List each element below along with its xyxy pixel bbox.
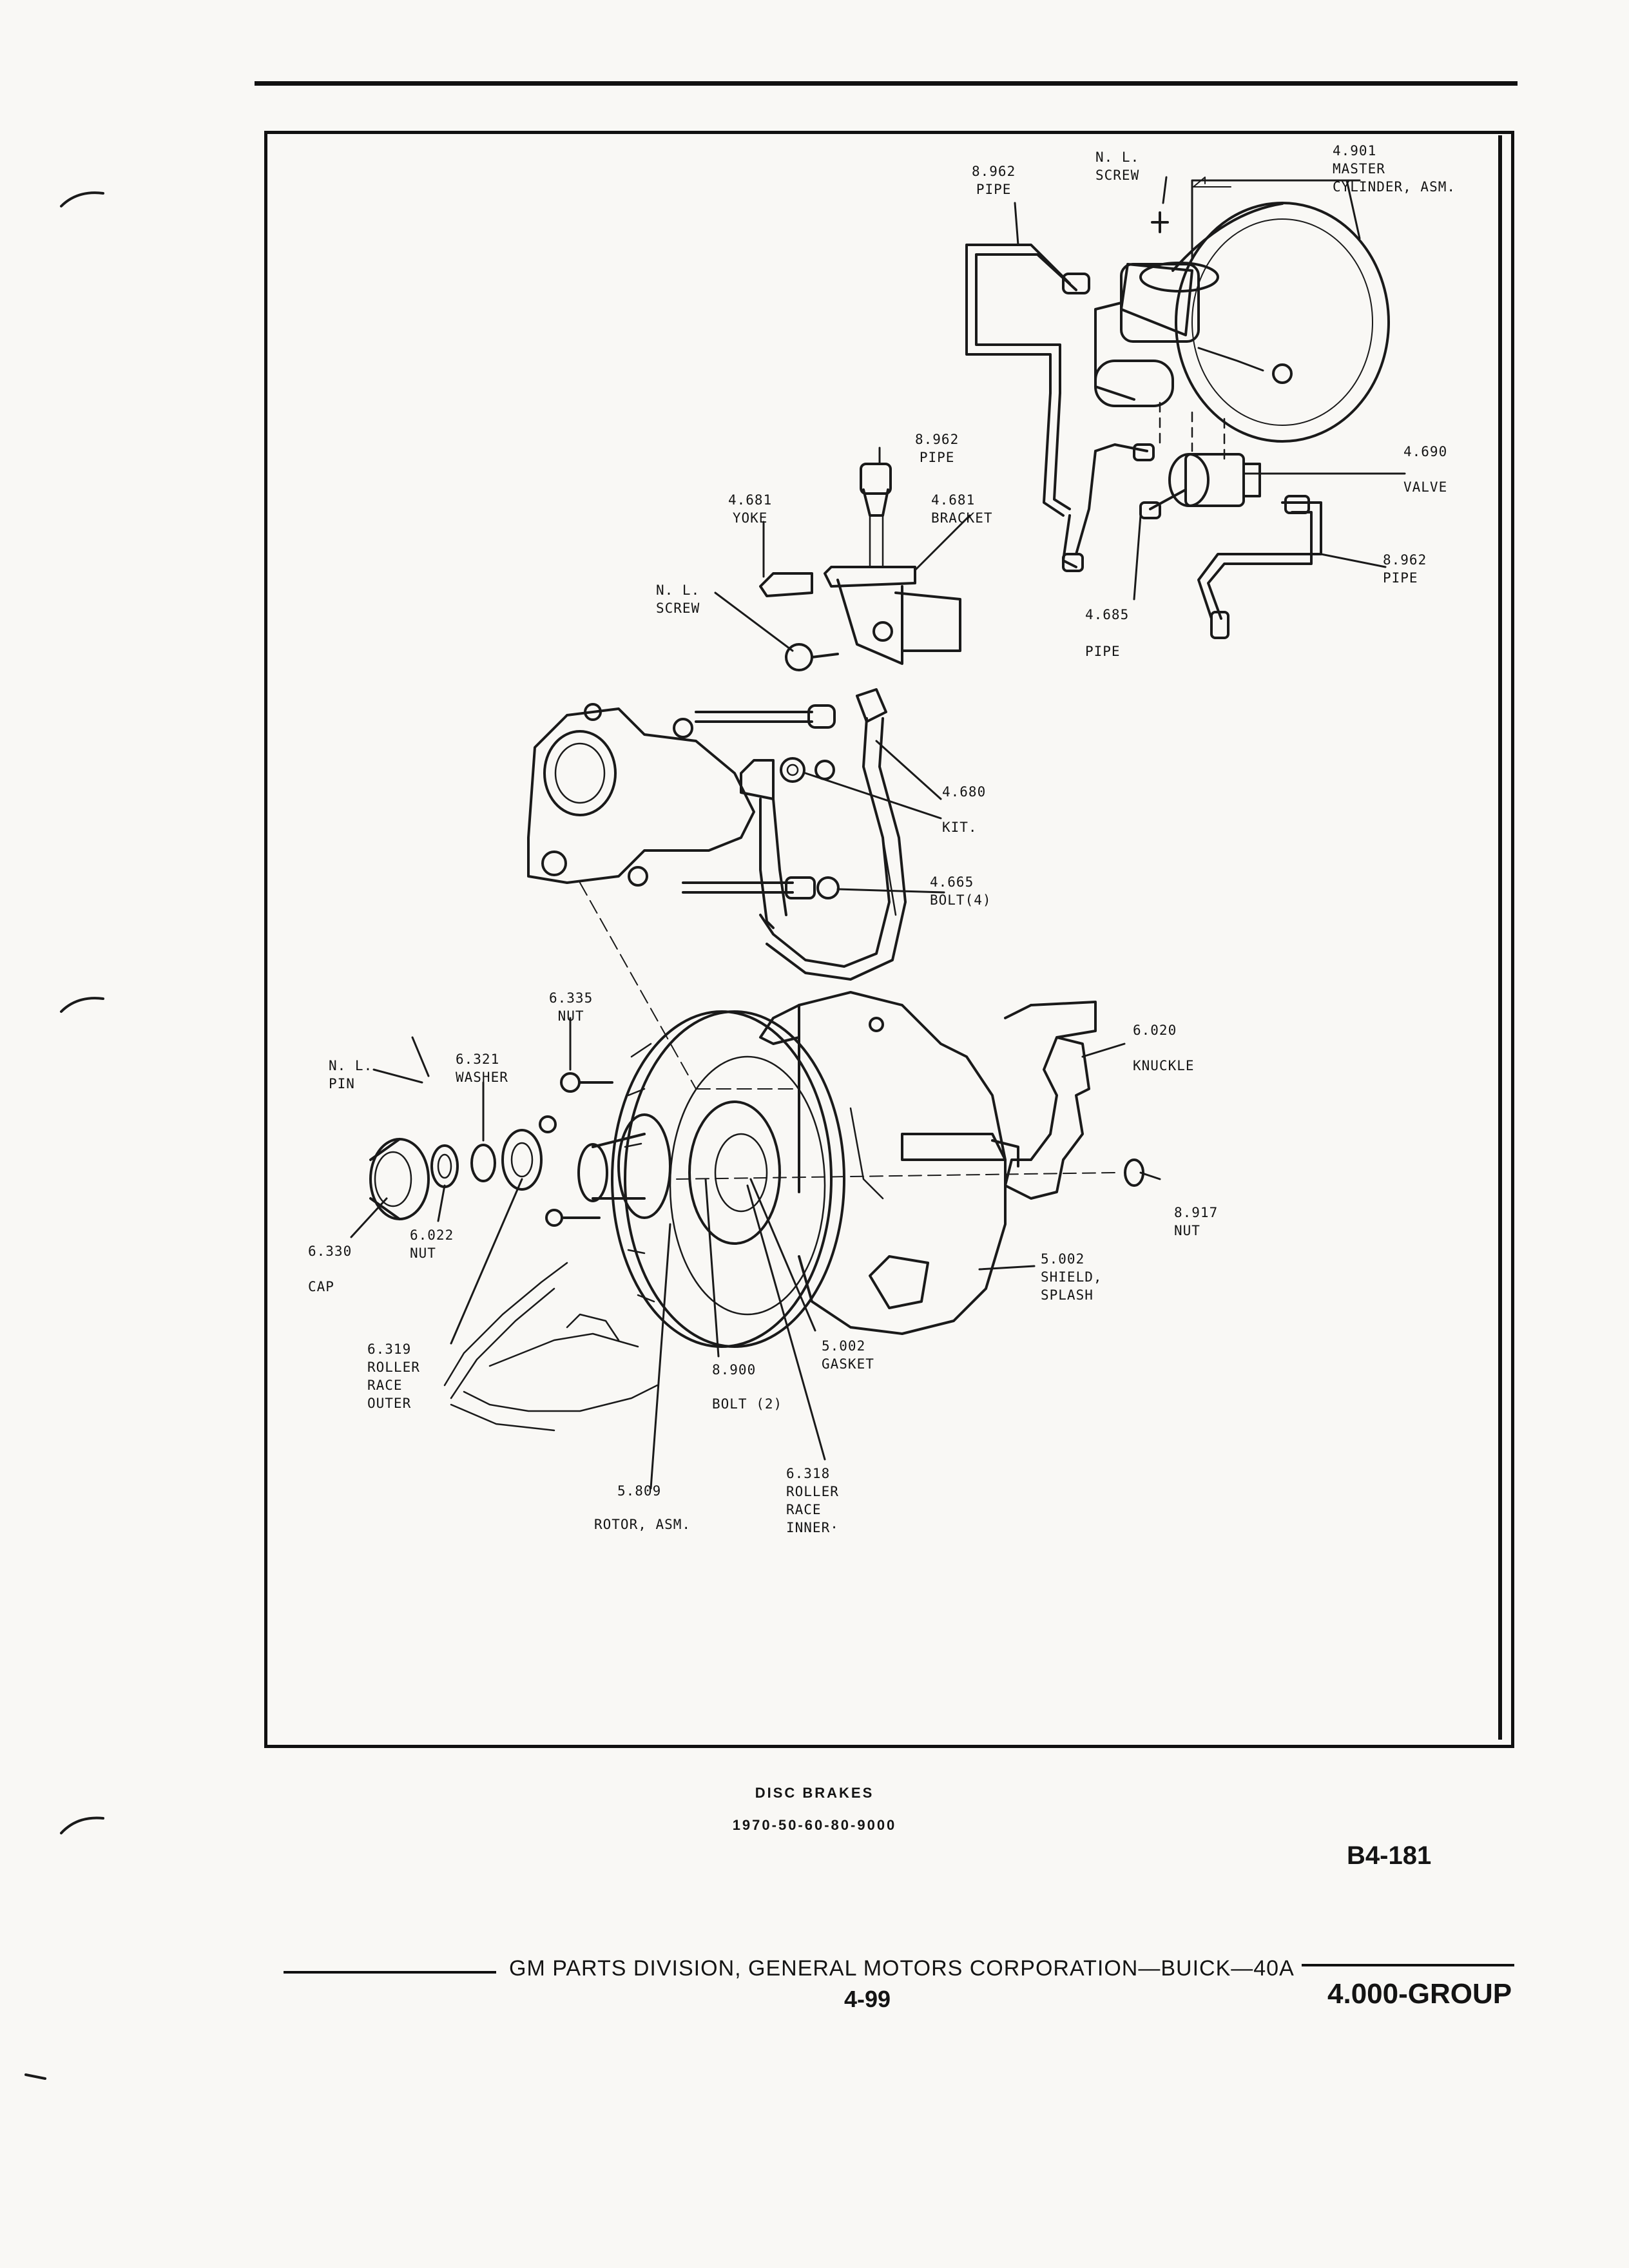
- label-rotor: ROTOR, ASM.: [594, 1517, 691, 1532]
- label-nl-screw-top: N. L. SCREW: [1095, 149, 1140, 183]
- label-cap-number: 6.330: [308, 1244, 352, 1259]
- caption-models: 1970-50-60-80-9000: [732, 1817, 897, 1833]
- figure-reference: B4-181: [1347, 1841, 1432, 1870]
- tire-outline-drawing: [443, 1262, 659, 1432]
- valve-drawing: [1075, 443, 1261, 555]
- footer-rule-left: [284, 1971, 496, 1974]
- knuckle-drawing: [901, 1001, 1097, 1200]
- label-kit: KIT.: [942, 820, 978, 835]
- label-pipe-8962-right: 8.962 PIPE: [1383, 552, 1427, 586]
- caption-title: DISC BRAKES: [755, 1785, 874, 1801]
- label-nut-6335: 6.335 NUT: [549, 990, 593, 1024]
- label-roller-race-outer: 6.319 ROLLER RACE OUTER: [367, 1341, 420, 1411]
- footer-rule-right: [1302, 1964, 1514, 1966]
- label-yoke: 4.681 YOKE: [728, 492, 773, 526]
- label-washer: 6.321 WASHER: [456, 1052, 508, 1085]
- label-nl-screw-mid: N. L. SCREW: [656, 582, 700, 616]
- bracket-yoke-drawing: [759, 463, 961, 671]
- label-knuckle-number: 6.020: [1133, 1023, 1177, 1038]
- label-nut-8917: 8.917 NUT: [1174, 1205, 1219, 1238]
- caliper-drawing: [527, 688, 907, 1090]
- label-cap: CAP: [308, 1279, 334, 1294]
- rotor-drawing: [577, 1010, 845, 1348]
- label-bolt-8900-number: 8.900: [712, 1362, 757, 1378]
- leader-lines: [350, 176, 1406, 1490]
- label-rotor-number: 5.809: [617, 1483, 662, 1499]
- label-bolt-4665: 4.665 BOLT(4): [930, 874, 992, 908]
- label-bolt-8900: BOLT (2): [712, 1396, 783, 1412]
- splash-shield-drawing: [759, 991, 1007, 1335]
- page-number: 4-99: [844, 1986, 891, 2012]
- label-pipe-4685-number: 4.685: [1085, 607, 1130, 622]
- margin-marks: [24, 191, 104, 2080]
- label-pipe-4685: PIPE: [1085, 644, 1121, 659]
- label-kit-number: 4.680: [942, 784, 987, 800]
- label-gasket: 5.002 GASKET: [822, 1338, 874, 1372]
- hub-parts-drawing: [369, 1036, 613, 1227]
- top-rule: [255, 81, 1518, 86]
- label-pipe-8962-top: 8.962 PIPE: [972, 164, 1016, 197]
- label-nut-6022: 6.022 NUT: [410, 1227, 454, 1261]
- label-valve: VALVE: [1403, 479, 1448, 495]
- pipe-8962-top: [965, 244, 1090, 572]
- pipe-8962-right: [1197, 495, 1322, 639]
- label-nl-pin: N. L. PIN: [329, 1058, 373, 1091]
- label-valve-number: 4.690: [1403, 444, 1448, 459]
- label-knuckle: KNUCKLE: [1133, 1058, 1195, 1073]
- label-shield-splash: 5.002 SHIELD, SPLASH: [1041, 1251, 1103, 1303]
- label-bracket: 4.681 BRACKET: [931, 492, 993, 526]
- label-roller-race-inner: 6.318 ROLLER RACE INNER·: [786, 1466, 839, 1535]
- diagram-frame: [264, 131, 1514, 1748]
- footer-division: GM PARTS DIVISION, GENERAL MOTORS CORPOR…: [509, 1956, 1295, 1981]
- label-master-cylinder: 4.901 MASTER CYLINDER, ASM.: [1333, 143, 1456, 195]
- axle-line: [676, 1172, 1115, 1180]
- group-number: 4.000-GROUP: [1327, 1978, 1512, 2010]
- frame-edge: [1498, 135, 1502, 1740]
- master-cylinder-drawing: [1094, 177, 1390, 465]
- label-pipe-8962-mid: 8.962 PIPE: [915, 432, 959, 465]
